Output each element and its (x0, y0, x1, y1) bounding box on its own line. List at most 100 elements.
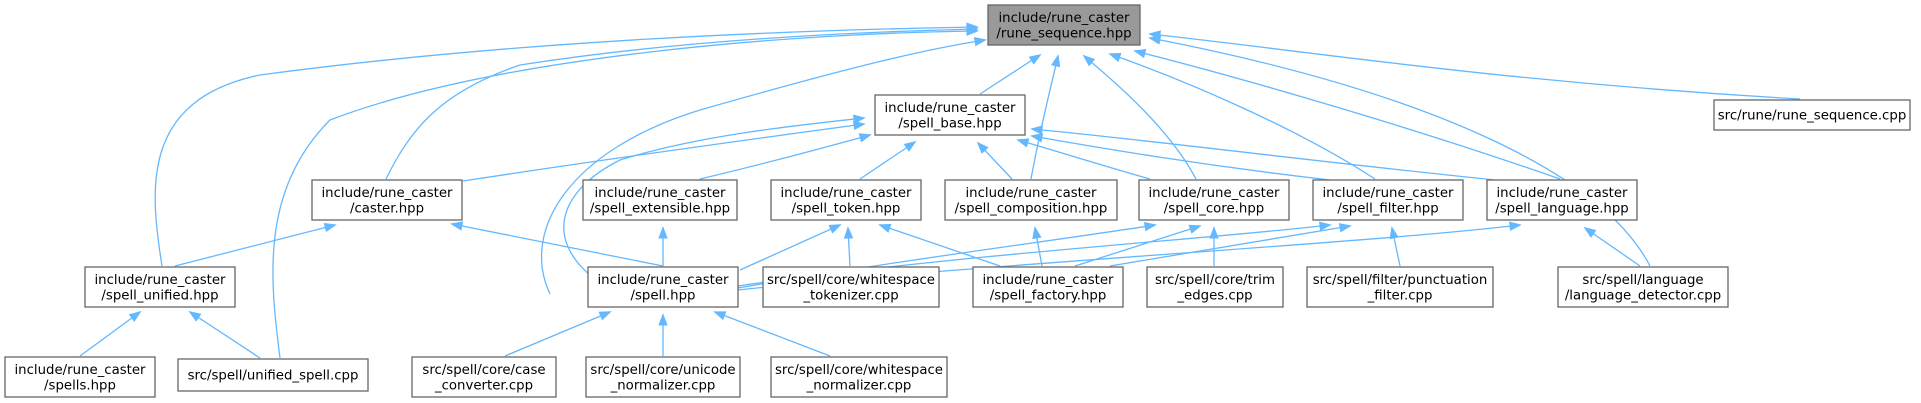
edge-spell_token-to-spell_base (859, 140, 917, 180)
node-label-line: include/rune_caster (965, 186, 1097, 201)
edge-line (79, 311, 141, 357)
node-label-line: include/rune_caster (780, 186, 912, 201)
edge-rune_sequence_cpp-to-root (1148, 30, 1801, 100)
node-label-line: src/spell/core/whitespace (775, 363, 943, 378)
node-spell-extensible[interactable]: include/rune_caster/spell_extensible.hpp (582, 179, 738, 221)
node-label-line: /rune_sequence.hpp (996, 26, 1131, 41)
edge-arrowhead (1338, 223, 1352, 233)
edge-arrowhead (903, 140, 917, 152)
node-spell-language[interactable]: include/rune_caster/spell_language.hpp (1486, 179, 1638, 221)
node-label-line: /spell_token.hpp (792, 201, 901, 216)
node-rune-sequence-cpp[interactable]: src/rune/rune_sequence.cpp (1713, 99, 1911, 131)
node-box (587, 266, 739, 308)
edge-spell_extensible-to-spell_base (699, 133, 872, 180)
edge-arrowhead (878, 223, 892, 233)
edge-line (189, 311, 261, 359)
edge-arrowhead (1032, 226, 1042, 240)
edge-line (859, 141, 916, 180)
node-box (177, 358, 369, 392)
edge-case_converter-to-spell (504, 311, 612, 357)
node-box (1557, 266, 1729, 308)
edge-spell-to-spell_base (563, 114, 866, 284)
node-case-converter[interactable]: src/spell/core/case_converter.cpp (411, 356, 557, 398)
edge-spell_unified-to-caster (174, 223, 337, 267)
node-label-line: include/rune_caster (1148, 186, 1280, 201)
node-box (1138, 179, 1290, 221)
edge-spell_language-to-spell_base (1030, 125, 1496, 181)
node-label-line: /spell_language.hpp (1495, 201, 1629, 216)
edge-spell_core-to-root (1082, 54, 1197, 180)
node-unicode-normalizer[interactable]: src/spell/core/unicode_normalizer.cpp (585, 356, 741, 398)
node-caster[interactable]: include/rune_caster/caster.hpp (311, 179, 463, 221)
edge-arrowhead (1509, 221, 1522, 231)
edge-line (1083, 55, 1197, 180)
node-box (1486, 179, 1638, 221)
node-spell[interactable]: include/rune_caster/spell.hpp (587, 266, 739, 308)
edge-arrowhead (1188, 224, 1202, 234)
node-spell-core[interactable]: include/rune_caster/spell_core.hpp (1138, 179, 1290, 221)
edge-punctuation_filter-to-spell_filter (1389, 226, 1401, 267)
node-whitespace-tokenizer[interactable]: src/spell/core/whitespace_tokenizer.cpp (762, 266, 940, 308)
edge-arrowhead (1319, 221, 1332, 231)
node-spell-composition[interactable]: include/rune_caster/spell_composition.hp… (944, 179, 1118, 221)
node-box (4, 356, 156, 398)
node-spell-unified[interactable]: include/rune_caster/spell_unified.hpp (84, 266, 236, 308)
edge-spell-to-root (541, 36, 987, 295)
edge-line (1017, 139, 1151, 180)
node-spell-factory[interactable]: include/rune_caster/spell_factory.hpp (972, 266, 1124, 308)
node-label-line: include/rune_caster (884, 101, 1016, 116)
edge-trim_edges-to-spell_core (1209, 226, 1219, 266)
node-root[interactable]: include/rune_caster/rune_sequence.hpp (987, 4, 1141, 46)
node-label-line: src/spell/core/unicode (590, 363, 735, 378)
edge-arrowhead (323, 223, 337, 233)
edge-line (699, 134, 871, 180)
edge-spell_composition-to-root (1030, 54, 1061, 180)
edge-arrowhead (1389, 226, 1399, 240)
edge-line (1149, 33, 1801, 100)
node-spell-base[interactable]: include/rune_caster/spell_base.hpp (874, 94, 1026, 136)
edge-arrowhead (1082, 54, 1096, 67)
node-label-line: /caster.hpp (350, 201, 424, 216)
edge-line (541, 39, 986, 295)
edge-spell_factory-to-spell_filter (1109, 223, 1352, 267)
edge-line (1584, 227, 1641, 267)
edge-spell-to-spell_token (739, 224, 842, 271)
node-label-line: src/spell/filter/punctuation (1313, 273, 1488, 288)
edge-arrowhead (658, 313, 668, 326)
node-label-line: /spell_factory.hpp (990, 288, 1107, 303)
node-label-line: /spell_composition.hpp (955, 201, 1108, 216)
node-label-line: src/rune/rune_sequence.cpp (1718, 109, 1907, 124)
node-spell-token[interactable]: include/rune_caster/spell_token.hpp (770, 179, 922, 221)
edge-arrowhead (450, 221, 464, 231)
node-spells[interactable]: include/rune_caster/spells.hpp (4, 356, 156, 398)
edge-spell_factory-to-spell_composition (1032, 226, 1043, 267)
edge-line (272, 30, 978, 359)
node-trim-edges[interactable]: src/spell/core/trim_edges.cpp (1146, 266, 1284, 308)
node-label-line: include/rune_caster (594, 186, 726, 201)
edge-arrowhead (1108, 53, 1122, 62)
node-language-detector[interactable]: src/spell/language/language_detector.cpp (1557, 266, 1729, 308)
node-whitespace-normalizer[interactable]: src/spell/core/whitespace_normalizer.cpp (770, 356, 948, 398)
node-box (1713, 99, 1911, 131)
edge-line (174, 224, 336, 267)
node-box (311, 179, 463, 221)
node-box (411, 356, 557, 398)
node-box (874, 94, 1026, 136)
node-punctuation-filter[interactable]: src/spell/filter/punctuation_filter.cpp (1306, 266, 1494, 308)
node-spell-filter[interactable]: include/rune_caster/spell_filter.hpp (1312, 179, 1464, 221)
edge-line (154, 26, 978, 267)
node-label-line: /spell_unified.hpp (101, 288, 218, 303)
edge-line (1134, 50, 1561, 180)
node-unified-spell[interactable]: src/spell/unified_spell.cpp (177, 358, 369, 392)
edge-spell_unified-to-root (154, 22, 979, 267)
edge-arrowhead (1050, 54, 1061, 68)
edge-spell_filter-to-root (1108, 53, 1376, 180)
edge-arrowhead (858, 133, 872, 143)
node-label-line: /spell.hpp (631, 288, 696, 303)
node-label-line: _normalizer.cpp (610, 378, 716, 393)
edge-spell_composition-to-spell_base (976, 141, 1013, 180)
edge-arrowhead (966, 26, 979, 36)
edge-spell_language-to-root (1133, 48, 1561, 180)
edge-arrowhead (188, 310, 202, 322)
